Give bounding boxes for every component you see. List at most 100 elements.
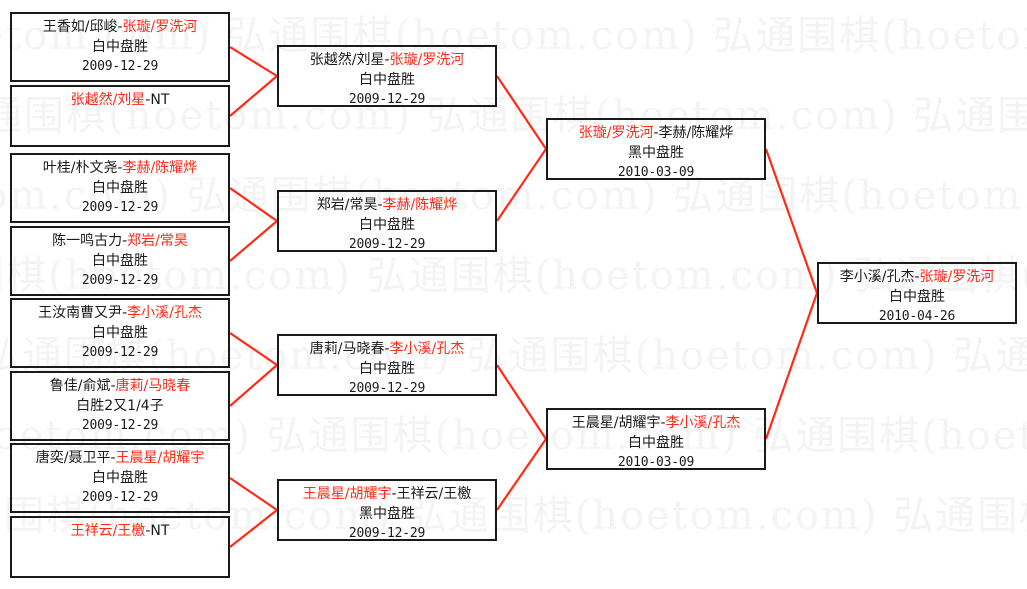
match-players: 王香如/邱峻-张璇/罗洗河 (12, 17, 228, 37)
match-result: 黑中盘胜 (359, 506, 415, 523)
connector-r1m4-to-r2m2 (229, 220, 278, 262)
match-players: 张越然/刘星-NT (12, 90, 228, 110)
connector-r1m2-to-r2m1 (229, 75, 278, 117)
player-left: 张越然/刘星 (70, 92, 146, 108)
match-players: 王晨星/胡耀宇-李小溪/孔杰 (548, 413, 764, 433)
player-left: 唐莉/马晓春 (309, 341, 385, 357)
connector-r1m7-to-r2m4 (229, 477, 278, 511)
match-date: 2009-12-29 (81, 272, 159, 288)
match-date: 2009-12-29 (348, 236, 426, 252)
player-left: 张越然/刘星 (309, 52, 385, 68)
player-left: 王晨星/胡耀宇 (571, 415, 661, 431)
match-players: 张璇/罗洗河-李赫/陈耀烨 (548, 123, 764, 143)
match-box-r2m3[interactable]: 唐莉/马晓春-李小溪/孔杰白中盘胜 2009-12-29 (277, 334, 497, 396)
connector-r1m8-to-r2m4 (229, 509, 278, 548)
connector-r3m1-to-r4m1 (764, 148, 819, 294)
match-players: 叶桂/朴文尧-李赫/陈耀烨 (12, 158, 228, 178)
player-right: 唐莉/马晓春 (115, 378, 191, 394)
vs-separator: - (110, 378, 116, 394)
player-right: 郑岩/常昊 (127, 233, 188, 249)
connector-r2m2-to-r3m1 (496, 148, 547, 222)
player-right: 李赫/陈耀烨 (122, 160, 198, 176)
match-result: 白中盘胜 (359, 217, 415, 234)
match-date: 2009-12-29 (81, 489, 159, 505)
match-date: 2009-12-29 (81, 58, 159, 74)
match-box-r1m8[interactable]: 王祥云/王檄-NT (10, 516, 230, 578)
player-left: 王香如/邱峻 (42, 19, 118, 35)
match-players: 陈一鸣古力-郑岩/常昊 (12, 231, 228, 251)
match-result: 白中盘胜 (628, 435, 684, 452)
match-result: 白中盘胜 (889, 289, 945, 306)
player-left: 王晨星/胡耀宇 (302, 486, 392, 502)
connector-r1m6-to-r2m3 (229, 364, 278, 407)
match-box-r3m1[interactable]: 张璇/罗洗河-李赫/陈耀烨黑中盘胜 2010-03-09 (546, 118, 766, 180)
player-right: 张璇/罗洗河 (122, 19, 198, 35)
player-left: 叶桂/朴文尧 (42, 160, 118, 176)
player-left: 唐奕/聂卫平 (35, 450, 111, 466)
match-date: 2010-03-09 (617, 164, 695, 180)
match-players: 唐奕/聂卫平-王晨星/胡耀宇 (12, 448, 228, 468)
match-box-r4m1[interactable]: 李小溪/孔杰-张璇/罗洗河白中盘胜 2010-04-26 (817, 262, 1017, 324)
vs-separator: - (384, 341, 390, 357)
player-left: 王祥云/王檄 (70, 523, 146, 539)
match-box-r1m2[interactable]: 张越然/刘星-NT (10, 85, 230, 147)
player-left: 李小溪/孔杰 (839, 269, 915, 285)
player-left: 王汝南曹又尹 (38, 305, 123, 321)
vs-separator: - (391, 486, 397, 502)
connector-r3m2-to-r4m1 (764, 292, 819, 440)
connector-r1m5-to-r2m3 (229, 332, 278, 366)
match-date: 2009-12-29 (348, 525, 426, 541)
match-result: 白中盘胜 (92, 325, 148, 342)
match-players: 李小溪/孔杰-张璇/罗洗河 (819, 267, 1015, 287)
connector-r2m4-to-r3m2 (496, 438, 547, 511)
vs-separator: - (660, 415, 666, 431)
connector-r2m3-to-r3m2 (496, 364, 547, 440)
match-players: 鲁佳/俞斌-唐莉/马晓春 (12, 376, 228, 396)
vs-separator: - (110, 450, 116, 466)
match-result: 白胜2又1/4子 (76, 398, 164, 415)
connector-r1m3-to-r2m2 (229, 187, 278, 222)
player-right: 王祥云/王檄 (396, 486, 472, 502)
player-right: 王晨星/胡耀宇 (115, 450, 205, 466)
match-players: 王汝南曹又尹-李小溪/孔杰 (12, 303, 228, 323)
connector-r1m1-to-r2m1 (229, 46, 278, 77)
match-date: 2009-12-29 (81, 199, 159, 215)
vs-separator: - (145, 523, 151, 539)
match-result: 黑中盘胜 (628, 145, 684, 162)
player-left: 张璇/罗洗河 (578, 125, 654, 141)
player-right: NT (150, 92, 170, 108)
match-players: 王祥云/王檄-NT (12, 521, 228, 541)
match-result: 白中盘胜 (359, 361, 415, 378)
player-right: NT (150, 523, 170, 539)
match-players: 王晨星/胡耀宇-王祥云/王檄 (279, 484, 495, 504)
player-right: 李小溪/孔杰 (389, 341, 465, 357)
player-right: 李赫/陈耀烨 (658, 125, 734, 141)
match-date: 2010-03-09 (617, 454, 695, 470)
match-result: 白中盘胜 (92, 39, 148, 56)
vs-separator: - (117, 19, 123, 35)
match-date: 2009-12-29 (348, 380, 426, 396)
match-result: 白中盘胜 (92, 470, 148, 487)
player-right: 李赫/陈耀烨 (382, 197, 458, 213)
match-result: 白中盘胜 (359, 72, 415, 89)
player-right: 李小溪/孔杰 (127, 305, 202, 321)
match-date: 2010-04-26 (878, 308, 956, 324)
player-right: 张璇/罗洗河 (919, 269, 995, 285)
vs-separator: - (377, 197, 383, 213)
vs-separator: - (122, 305, 128, 321)
player-left: 鲁佳/俞斌 (49, 378, 111, 394)
match-players: 张越然/刘星-张璇/罗洗河 (279, 50, 495, 70)
vs-separator: - (384, 52, 390, 68)
vs-separator: - (117, 160, 123, 176)
match-box-r3m2[interactable]: 王晨星/胡耀宇-李小溪/孔杰白中盘胜 2010-03-09 (546, 408, 766, 470)
connector-r2m1-to-r3m1 (496, 75, 547, 150)
